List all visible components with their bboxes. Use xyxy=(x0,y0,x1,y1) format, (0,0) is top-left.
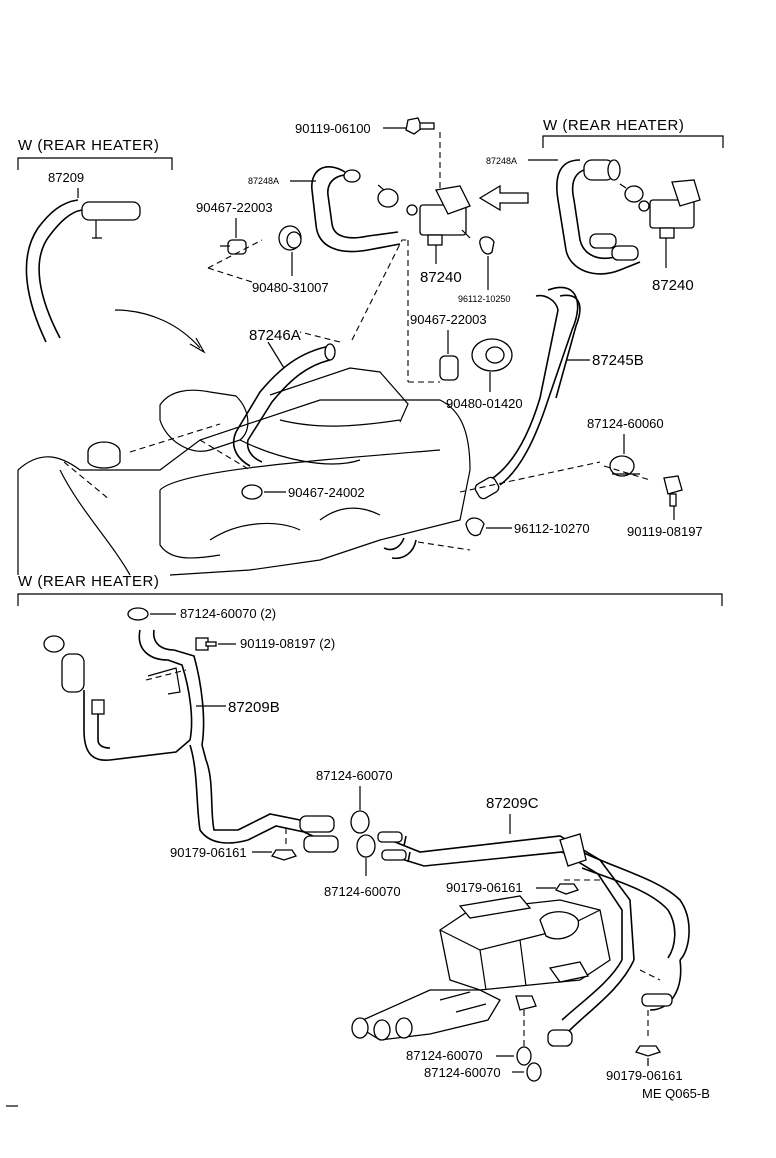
label-87246a: 87246A xyxy=(249,327,301,344)
label-87124-60070-b: 87124-60070 xyxy=(324,884,401,899)
label-87209b: 87209B xyxy=(228,699,280,716)
label-87209: 87209 xyxy=(48,170,84,185)
label-90467-22003-b: 90467-22003 xyxy=(410,312,487,327)
header-top-left-bracket xyxy=(17,157,173,170)
bolt-90119-08197 xyxy=(663,475,683,507)
header-bottom: W (REAR HEATER) xyxy=(18,573,159,590)
cap-small xyxy=(377,184,399,208)
label-87209c: 87209C xyxy=(486,795,539,812)
assembly-dashed-outline-a xyxy=(207,239,408,343)
label-87240-left: 87240 xyxy=(420,269,462,286)
vsv-87240-left xyxy=(406,185,471,246)
label-96112-10250: 96112-10250 xyxy=(458,294,510,304)
hose-87248a-right xyxy=(556,159,641,275)
header-top-right-bracket xyxy=(542,135,724,148)
flow-arrow-left xyxy=(114,309,206,354)
label-90480-01420: 90480-01420 xyxy=(446,396,523,411)
label-90179-06161-a: 90179-06161 xyxy=(170,845,247,860)
clamp-90467-22003-a xyxy=(220,239,247,255)
label-90467-24002: 90467-24002 xyxy=(288,485,365,500)
nut-90179-06161-a xyxy=(270,849,298,861)
label-87124-60060: 87124-60060 xyxy=(587,416,664,431)
label-87124-60070-a: 87124-60070 xyxy=(316,768,393,783)
clamp-87124-60070-b xyxy=(356,834,376,858)
direction-arrow xyxy=(478,184,529,212)
bolt-90119-06100 xyxy=(405,117,435,135)
clamp-87124-60070-d xyxy=(526,1062,542,1082)
label-87245b: 87245B xyxy=(592,352,644,369)
label-87124-60070-d: 87124-60070 xyxy=(424,1065,501,1080)
vsv-87240-right xyxy=(638,179,701,239)
engine-dashed-lines xyxy=(63,423,251,501)
header-top-left: W (REAR HEATER) xyxy=(18,137,159,154)
nut-90179-06161-b xyxy=(555,883,580,895)
clip-96112-10250 xyxy=(479,236,495,255)
label-90119-06100: 90119-06100 xyxy=(295,121,371,136)
nut-90179-06161-c xyxy=(634,1045,662,1057)
clamp-87124-60070-2 xyxy=(127,607,149,621)
hose-87248a-left xyxy=(311,166,401,253)
label-87124-60070-2: 87124-60070 (2) xyxy=(180,606,276,621)
hose-87246a xyxy=(232,343,336,467)
clip-90467-24002 xyxy=(241,484,263,500)
header-top-right: W (REAR HEATER) xyxy=(543,117,684,134)
rear-heater-unit xyxy=(351,895,611,1041)
label-87248a-right: 87248A xyxy=(486,156,517,166)
label-90179-06161-c: 90179-06161 xyxy=(606,1068,683,1083)
label-87248a-left: 87248A xyxy=(248,176,279,186)
label-96112-10270: 96112-10270 xyxy=(514,521,590,536)
hose-87209 xyxy=(25,199,141,343)
pipe-87209b xyxy=(43,629,339,853)
label-90179-06161-b: 90179-06161 xyxy=(446,880,523,895)
label-87124-60070-c: 87124-60070 xyxy=(406,1048,483,1063)
label-90480-31007: 90480-31007 xyxy=(252,280,329,295)
clip-96112-10270 xyxy=(465,517,485,537)
small-elbow-hose xyxy=(383,537,417,560)
label-90119-08197-2: 90119-08197 (2) xyxy=(240,636,335,651)
grommet-90480-31007 xyxy=(278,225,302,251)
clamp-87124-60060 xyxy=(609,455,640,477)
label-90119-08197: 90119-08197 xyxy=(627,524,703,539)
clamp-87124-60070-a xyxy=(350,810,370,834)
pipe-87209c xyxy=(377,831,690,1047)
clamp-87124-60070-c xyxy=(516,1046,532,1066)
label-87240-right: 87240 xyxy=(652,277,694,294)
catalog-code: ME Q065-B xyxy=(642,1086,710,1101)
clamp-90467-22003-b xyxy=(439,355,459,381)
engine-outline xyxy=(17,367,471,576)
bolt-90119-08197-2 xyxy=(195,637,217,651)
cap-small-right xyxy=(619,183,644,203)
grommet-90480-01420 xyxy=(471,338,513,372)
label-90467-22003-a: 90467-22003 xyxy=(196,200,273,215)
hose-87245b xyxy=(474,286,581,500)
header-bottom-bracket xyxy=(17,593,723,606)
